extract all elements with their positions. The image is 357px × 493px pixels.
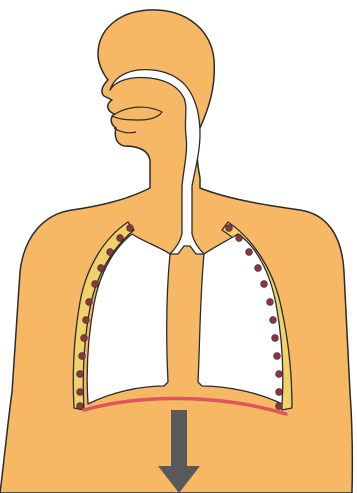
rib-dot xyxy=(276,403,283,410)
rib-dot xyxy=(276,389,283,396)
rib-dot xyxy=(79,353,86,360)
rib-dot xyxy=(77,389,84,396)
rib-dot xyxy=(83,317,90,324)
rib-dot xyxy=(98,265,105,272)
rib-dot xyxy=(77,371,84,378)
rib-dot xyxy=(255,265,262,272)
rib-dot xyxy=(274,353,281,360)
rib-dot xyxy=(81,335,88,342)
rib-dot xyxy=(86,299,93,306)
rib-dot xyxy=(267,299,274,306)
rib-dot xyxy=(92,281,99,288)
rib-dot xyxy=(276,371,283,378)
rib-dot xyxy=(272,335,279,342)
rib-dot xyxy=(117,235,124,242)
rib-dot xyxy=(127,225,134,232)
rib-dot xyxy=(246,249,253,256)
rib-dot xyxy=(226,225,233,232)
rib-dot xyxy=(77,403,84,410)
rib-dot xyxy=(107,249,114,256)
rib-dot xyxy=(270,317,277,324)
rib-dot xyxy=(261,281,268,288)
rib-dot xyxy=(236,235,243,242)
